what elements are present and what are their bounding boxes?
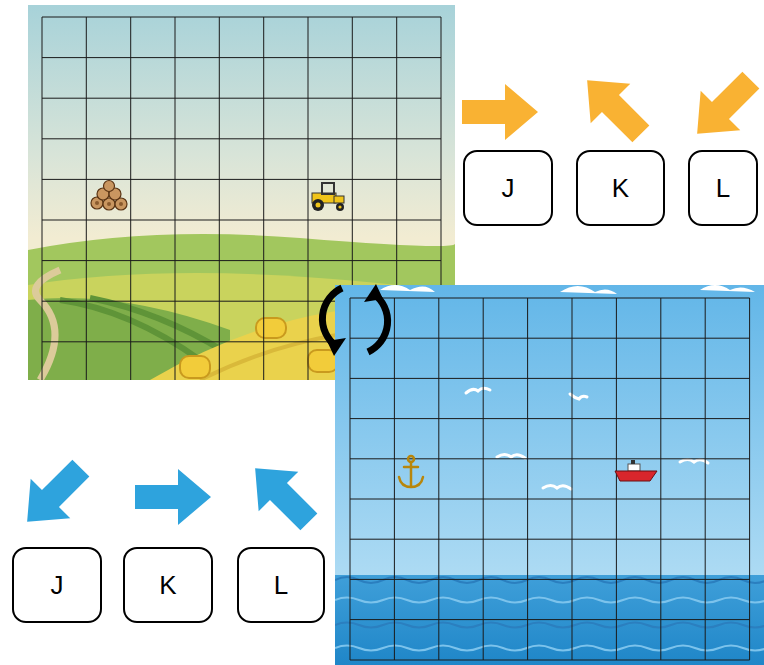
key-letter: J [51, 570, 64, 601]
tractor-icon [312, 183, 344, 211]
key-letter: K [612, 173, 629, 204]
farm-picture [28, 5, 455, 380]
key-box: L [688, 150, 758, 226]
key-letter: L [274, 570, 288, 601]
key-box: J [12, 547, 102, 623]
key-box: K [576, 150, 665, 226]
orange-arrows [462, 60, 764, 153]
blue-arrows [7, 448, 328, 541]
key-letter: L [716, 173, 730, 204]
key-box: K [123, 547, 213, 623]
sea-grid [350, 298, 750, 660]
boat-icon [615, 460, 657, 481]
sea-picture [335, 285, 764, 665]
swap-arrowheads [327, 284, 383, 356]
anchor-icon [399, 456, 423, 487]
logs-icon [91, 181, 127, 211]
key-box: L [237, 547, 325, 623]
key-letter: K [159, 570, 176, 601]
key-letter: J [502, 173, 515, 204]
key-box: J [463, 150, 553, 226]
